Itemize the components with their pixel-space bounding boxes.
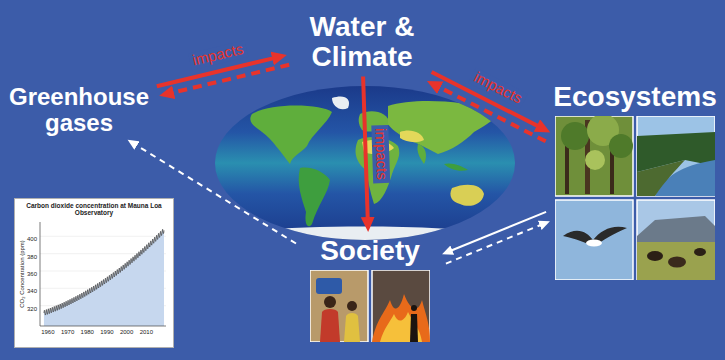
- node-title: Ecosystems: [552, 82, 718, 112]
- gas-node: Greenhouse gases: [4, 84, 154, 136]
- chart-frame: [15, 199, 174, 348]
- climate-node: Water & Climate: [292, 12, 432, 72]
- ecosystem-node: Ecosystems: [552, 82, 718, 280]
- society-node: Society: [300, 236, 440, 342]
- chart-title: Carbon dioxide concentration at Mauna Lo…: [19, 202, 169, 216]
- edge-label: impacts: [371, 125, 389, 183]
- node-title: Water & Climate: [292, 12, 432, 72]
- tick-label: 320: [27, 305, 37, 312]
- feedback-arrow: [134, 144, 296, 244]
- tick-label: 340: [27, 288, 37, 295]
- chart-axes: [40, 222, 166, 326]
- tick-label: 2010: [140, 329, 153, 336]
- service-arrow: [450, 212, 547, 251]
- society-photos: [310, 270, 430, 342]
- feedback-arrow: [446, 224, 543, 263]
- node-title: Greenhouse gases: [4, 84, 154, 136]
- tick-label: 360: [27, 271, 37, 278]
- axis-title: CO₂ Concentration (ppm): [19, 240, 26, 308]
- tick-label: 400: [27, 236, 37, 243]
- ecosystem-photos: [555, 116, 715, 280]
- tick-label: 2000: [120, 329, 133, 336]
- tick-label: 1980: [81, 329, 94, 336]
- co2-chart: [14, 198, 174, 348]
- tick-label: 380: [27, 253, 37, 260]
- tick-label: 1960: [41, 329, 54, 336]
- impact-arrow: [363, 77, 368, 222]
- edge-label: impacts: [469, 67, 528, 108]
- tick-label: 1970: [61, 329, 74, 336]
- tick-label: 1990: [100, 329, 113, 336]
- chart-line: [44, 229, 164, 315]
- chart-area: [44, 229, 164, 326]
- feedback-arrow: [170, 65, 289, 94]
- node-title: Society: [300, 236, 440, 266]
